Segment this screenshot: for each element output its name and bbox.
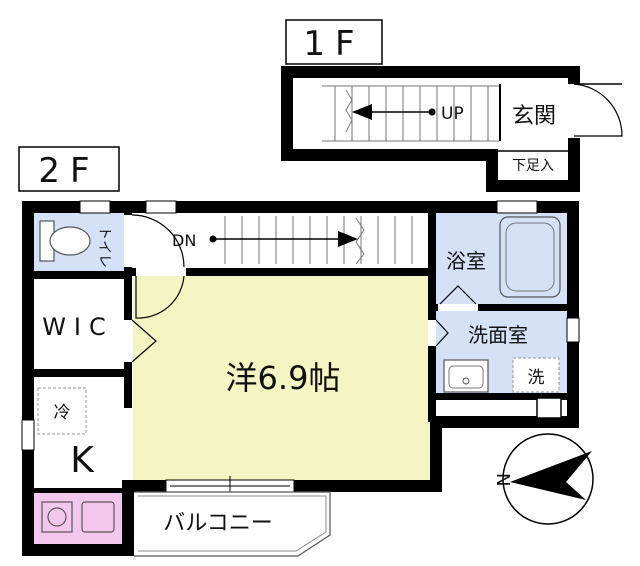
bathroom-door-opening [438, 304, 478, 311]
toilet-door-swing [131, 214, 185, 268]
wic-label: WIC [42, 313, 114, 341]
washer-space [512, 357, 560, 393]
entrance-label: 玄関 [512, 104, 556, 129]
room-door-swing [135, 275, 185, 319]
floor-label-box-2f [18, 146, 120, 192]
washroom-door-opening [428, 320, 436, 346]
entrance-door-opening [566, 84, 582, 138]
first-floor: 1F UP 玄関 下足入 [281, 19, 623, 192]
toilet-fixture [39, 220, 91, 262]
washroom-door-swing [435, 319, 449, 347]
stairs-down-label: DN [172, 231, 196, 250]
compass-arrow [510, 451, 592, 500]
wic-door-swing [131, 319, 157, 363]
stairs-down [224, 216, 413, 265]
floor-label-1f: 1F [303, 24, 364, 64]
stairs-up-arrowhead [352, 104, 372, 120]
balcony-outline [134, 491, 331, 557]
sink [81, 501, 115, 533]
bathroom-label: 浴室 [446, 249, 486, 273]
bathroom-door-swing [439, 285, 477, 305]
stove-burner-ring [47, 507, 67, 527]
entrance-door-swing [573, 83, 623, 137]
north-compass: N [492, 433, 594, 525]
stairs-down-arrowhead [338, 231, 358, 247]
toilet-door-opening [124, 215, 132, 267]
floor-label-2f: 2F [38, 151, 99, 191]
shoe-storage-label: 下足入 [512, 158, 554, 174]
second-floor: 2F [18, 146, 580, 557]
washbasin [443, 359, 489, 393]
exterior-meter-box [536, 397, 562, 419]
room-door-opening [136, 268, 186, 276]
washbasin-drain [462, 377, 470, 385]
toilet-label: トイレ [96, 226, 112, 268]
washer-label: 洗 [528, 368, 545, 388]
stairs-up-label: UP [441, 104, 464, 124]
balcony-outline-inner [138, 495, 327, 552]
stairs-up-dot [428, 108, 436, 116]
compass-label: N [492, 473, 513, 486]
main-room-floor [133, 275, 430, 480]
fridge-space [37, 387, 87, 435]
bathtub [499, 216, 561, 298]
floor-label-box-1f [285, 19, 383, 65]
wic-door-opening [124, 320, 132, 362]
stove-counter [34, 492, 122, 544]
washbasin-bowl [448, 365, 484, 389]
wall-2f [22, 201, 579, 556]
bathtub-inner [505, 222, 555, 292]
balcony-label: バルコニー [163, 511, 273, 536]
wall-1f [281, 66, 580, 192]
kitchen-label: K [70, 440, 95, 481]
stove-burner [41, 501, 73, 533]
shoe-storage-area [498, 149, 568, 180]
fridge-label: 冷 [54, 403, 71, 423]
washroom-label: 洗面室 [468, 323, 528, 347]
room-label: 洋6.9帖 [226, 359, 341, 397]
